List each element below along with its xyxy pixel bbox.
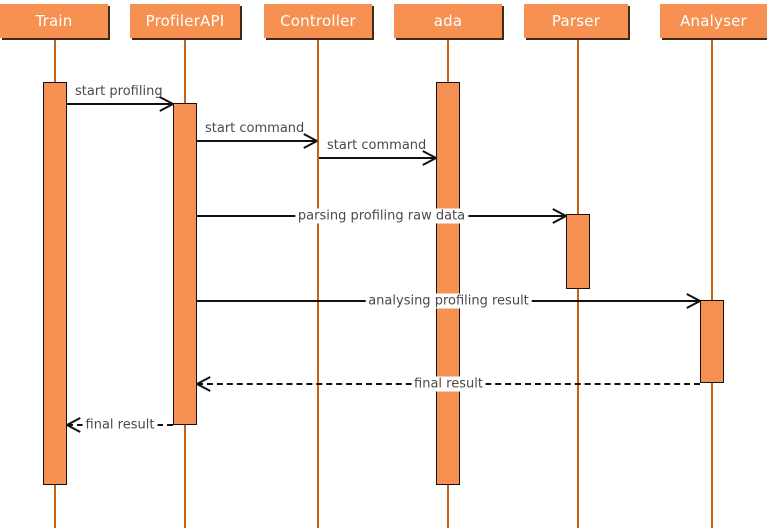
message-line-m3[interactable] — [319, 157, 436, 159]
message-line-m1[interactable] — [67, 103, 173, 105]
participant-parser[interactable]: Parser — [524, 4, 628, 38]
participant-label: Controller — [280, 12, 356, 30]
message-label-m2: start command — [205, 121, 305, 136]
participant-label: ProfilerAPI — [145, 12, 225, 30]
participant-profilerapi[interactable]: ProfilerAPI — [130, 4, 240, 38]
participant-analyser[interactable]: Analyser — [660, 4, 767, 38]
activation-bar-ada — [436, 82, 460, 485]
lifeline-analyser — [711, 40, 713, 528]
message-label-m4: parsing profiling raw data — [294, 208, 469, 224]
message-label-m5: analysing profiling result — [365, 293, 532, 309]
participant-controller[interactable]: Controller — [264, 4, 372, 38]
participant-ada[interactable]: ada — [394, 4, 502, 38]
participant-label: Parser — [551, 12, 601, 30]
participant-label: Analyser — [680, 12, 747, 30]
message-label-m6: final result — [411, 376, 486, 392]
activation-bar-profilerapi — [173, 103, 197, 425]
message-label-m3: start command — [327, 138, 427, 153]
message-line-m2[interactable] — [197, 140, 317, 142]
lifeline-controller — [317, 40, 319, 528]
activation-bar-parser — [566, 214, 590, 289]
participant-label: ada — [433, 12, 463, 30]
message-label-m7: final result — [82, 417, 158, 433]
participant-train[interactable]: Train — [0, 4, 108, 38]
activation-bar-analyser — [700, 300, 724, 383]
activation-bar-train — [43, 82, 67, 485]
message-label-m1: start profiling — [75, 84, 163, 99]
participant-label: Train — [35, 12, 73, 30]
